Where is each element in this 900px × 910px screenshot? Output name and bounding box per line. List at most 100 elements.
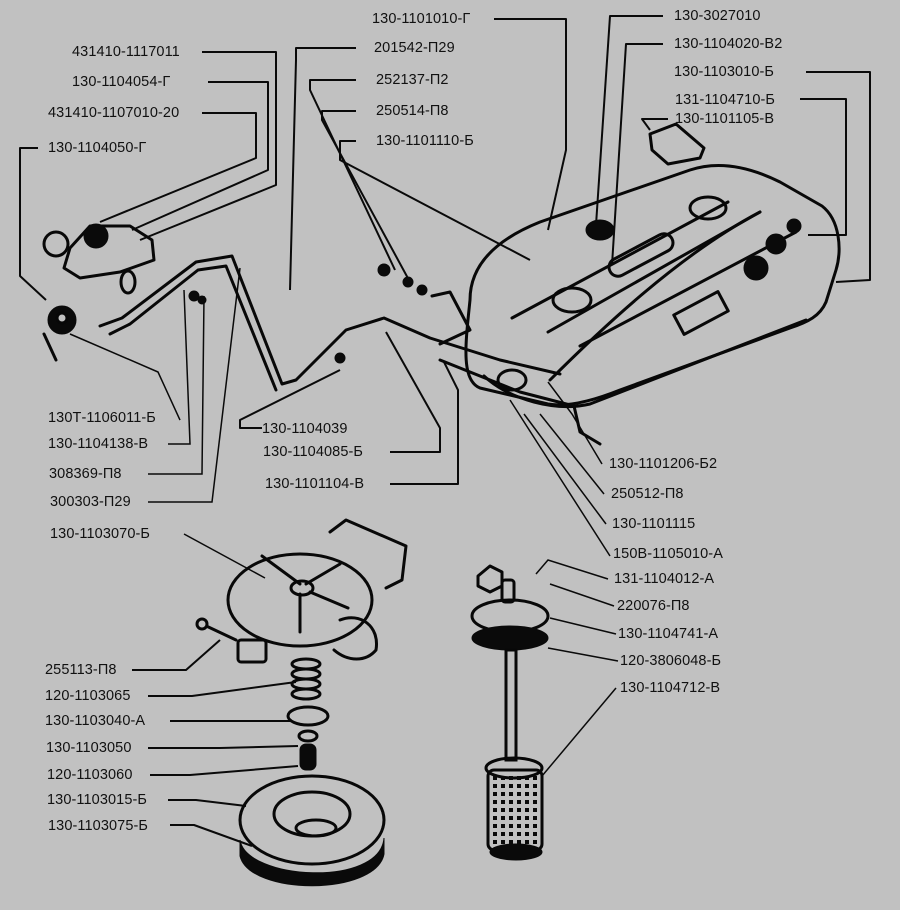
mesh-cell (533, 824, 537, 828)
mesh-cell (517, 784, 521, 788)
mesh-cell (517, 824, 521, 828)
filter-bowl-centre (55, 311, 69, 325)
mesh-cell (509, 792, 513, 796)
label-130Т-1106011-Б: 130Т-1106011-Б (48, 410, 156, 426)
mesh-cell (493, 824, 497, 828)
mesh-cell (493, 792, 497, 796)
label-130-1104050-Г: 130-1104050-Г (48, 140, 147, 156)
label-308369-П8: 308369-П8 (49, 466, 122, 482)
label-201542-П29: 201542-П29 (374, 40, 455, 56)
neck-spoke-4 (308, 590, 350, 610)
mesh-cell (517, 800, 521, 804)
filter-fitting (476, 564, 504, 594)
fuel-line-tank (438, 358, 602, 446)
leader-130-1103075-Б (170, 824, 253, 847)
filter-bracket (42, 332, 58, 362)
label-130-1104085-Б: 130-1104085-Б (263, 444, 364, 460)
valve-body (62, 224, 156, 280)
tank-ridge-1 (510, 200, 730, 320)
mesh-cell (509, 800, 513, 804)
leader-130-1104741-А (549, 617, 617, 635)
mesh-cell (517, 776, 521, 780)
mesh-cell (533, 800, 537, 804)
mesh-cell (533, 832, 537, 836)
fuel-line-top (548, 210, 762, 382)
leader-252137-П2 (309, 79, 396, 271)
tank-cap-1 (551, 286, 593, 314)
label-130-1103070-Б: 130-1103070-Б (50, 526, 151, 542)
clip-1 (188, 290, 200, 302)
leader-130-1104054 (131, 81, 269, 231)
label-130-1101010-Г: 130-1101010-Г (372, 11, 471, 27)
leader-130-1104085-Б (385, 331, 441, 453)
leader-300303-П29 (148, 267, 241, 503)
label-131-1104012-А: 131-1104012-А (614, 571, 715, 587)
spring (290, 657, 322, 701)
leader-431410-1117011 (139, 51, 277, 241)
mesh-cell (509, 824, 513, 828)
filler-neck-parts (195, 518, 408, 887)
label-150В-1105010-А: 150В-1105010-А (613, 546, 723, 562)
mesh-cell (501, 808, 505, 812)
leader-220076-П8 (549, 583, 615, 607)
mesh-cell (493, 832, 497, 836)
leader-120-1103065 (148, 681, 297, 697)
mesh-cell (525, 808, 529, 812)
mesh-cell (525, 792, 529, 796)
tank-label-plate (672, 290, 730, 336)
leader-130-3027010 (595, 15, 663, 226)
filler-cap (238, 774, 386, 866)
bolt (377, 263, 391, 277)
filler-cap-inner (272, 790, 352, 838)
leader-130-1104050 (19, 147, 47, 301)
mesh-cell (493, 816, 497, 820)
mesh-cell (501, 784, 505, 788)
label-120-1103060: 120-1103060 (47, 767, 133, 783)
filter-top (484, 756, 544, 780)
mesh-cell (509, 784, 513, 788)
mesh-cell (501, 832, 505, 836)
leader-130-1101010-Г (494, 18, 567, 231)
tank-bottom-edge (482, 318, 808, 408)
valve-disc (286, 705, 330, 727)
filter-outlet (500, 578, 516, 604)
mesh-cell (525, 776, 529, 780)
label-250512-П8: 250512-П8 (611, 486, 684, 502)
tank-sender-plug (585, 219, 615, 241)
leader-130-1103015-Б (168, 799, 247, 807)
mesh-cell (533, 808, 537, 812)
leader-120-3806048-Б (547, 647, 619, 662)
tank-fitting (496, 368, 528, 392)
label-130-1101104-В: 130-1101104-В (265, 476, 365, 492)
mesh-cell (517, 808, 521, 812)
valve-cap (83, 223, 109, 249)
leader-130-1104712-В (541, 687, 617, 777)
leader-431410-1107010-20 (99, 112, 257, 223)
mesh-cell (533, 784, 537, 788)
mesh-cell (525, 824, 529, 828)
mesh-cell (501, 816, 505, 820)
washer-2 (416, 284, 428, 296)
neck-plate (226, 552, 374, 648)
leader-130-1104039 (239, 369, 341, 429)
leader-lines (19, 15, 871, 847)
fuel-valve-block (42, 223, 156, 362)
label-130-1101115: 130-1101115 (612, 516, 696, 532)
leader-130-1104020-В2 (611, 43, 663, 266)
fuel-line-return (108, 264, 278, 392)
mesh-cell (501, 840, 505, 844)
leader-130-1103050 (148, 745, 299, 749)
mesh-cell (493, 808, 497, 812)
mesh-cell (525, 840, 529, 844)
tank-cap-2 (688, 195, 728, 221)
tank-slot (607, 232, 675, 278)
fuel-intake-filter (470, 564, 550, 861)
mesh-cell (533, 840, 537, 844)
washer-1 (402, 276, 414, 288)
valve-stem (299, 743, 317, 771)
leader-130-1101104-В (390, 361, 459, 485)
label-255113-П8: 255113-П8 (45, 662, 117, 678)
label-130-1104020-В2: 130-1104020-В2 (674, 36, 783, 52)
leader-130-1104138-В (168, 289, 191, 445)
